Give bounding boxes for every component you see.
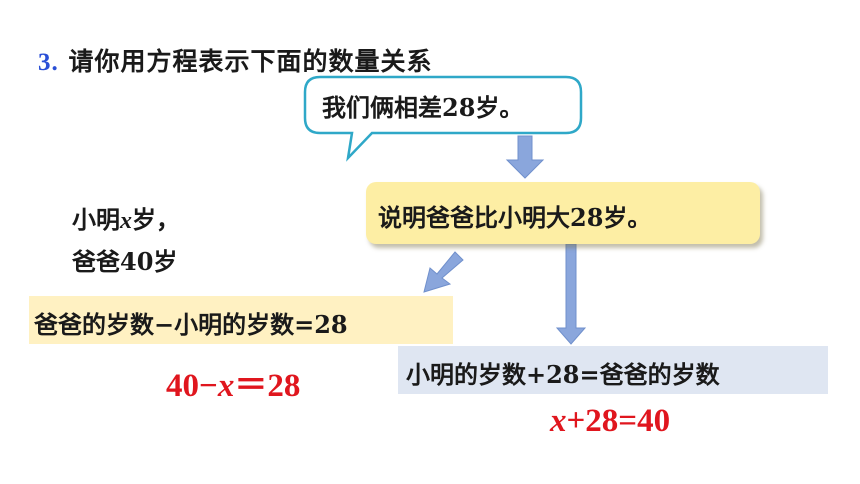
arrow-long-down-icon	[555, 243, 587, 345]
problem-number-dot: .	[51, 49, 59, 76]
given-line1-suffix: 岁，	[132, 205, 180, 234]
problem-title: 3. 请你用方程表示下面的数量关系	[38, 42, 432, 78]
equation-left: 40−x＝28	[166, 358, 300, 406]
problem-title-text: 请你用方程表示下面的数量关系	[68, 47, 433, 76]
speech-bubble	[303, 75, 583, 162]
equation-right: x+28=40	[550, 403, 670, 440]
variable-x: x	[120, 208, 132, 234]
arrow-diagonal-icon	[423, 251, 464, 293]
equation-right-b: +28=40	[566, 403, 671, 439]
given-line1-prefix: 小明	[72, 205, 120, 234]
equation-right-var: x	[550, 403, 567, 439]
given-xiaoming: 小明x岁，	[72, 200, 180, 235]
equation-left-a: 40−	[166, 368, 218, 404]
explanation-box	[366, 182, 760, 244]
equation-left-var: x	[217, 368, 235, 404]
equation-left-b: ＝28	[234, 368, 301, 404]
speech-bubble-text: 我们俩相差28岁。	[322, 93, 524, 122]
relation-left-box	[29, 296, 453, 344]
relation-right-box	[398, 346, 828, 394]
explanation-text: 说明爸爸比小明大28岁。	[378, 203, 652, 232]
arrow-down-icon	[505, 135, 545, 179]
relation-right-text: 小明的岁数+28=爸爸的岁数	[406, 360, 720, 389]
given-dad: 爸爸40岁	[72, 247, 178, 276]
relation-left-text: 爸爸的岁数−小明的岁数=28	[34, 310, 348, 339]
speech-bubble-outline	[303, 75, 583, 162]
problem-number: 3	[38, 49, 52, 76]
